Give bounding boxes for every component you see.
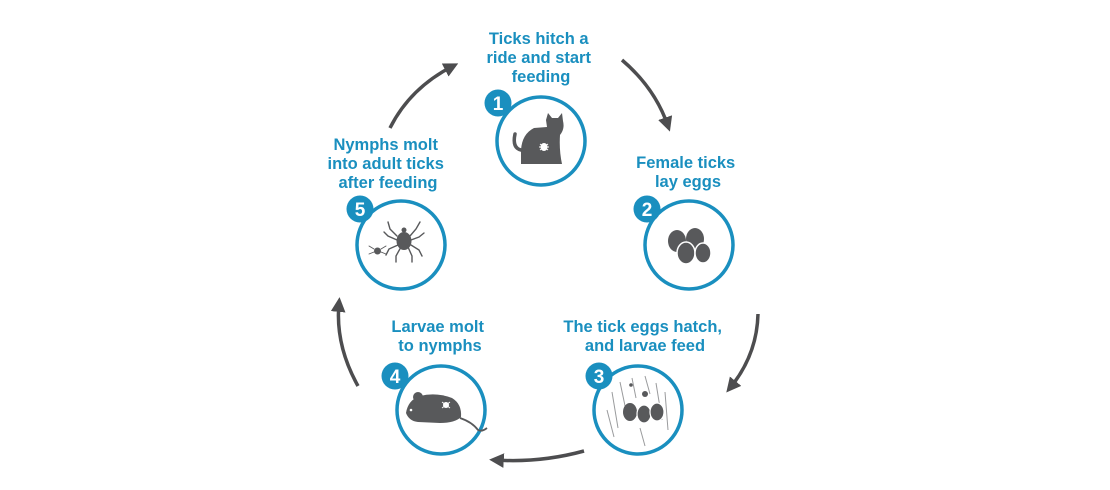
stage-5: Nymphs molt into adult ticks after feedi… (327, 136, 448, 291)
stage-1-label-line-3: feeding (512, 68, 571, 86)
cycle-arrow-3-to-4 (489, 449, 585, 468)
stage-5-number: 5 (355, 200, 366, 221)
stage-2-number-badge (633, 195, 661, 223)
cycle-arrow-1-to-2 (620, 58, 673, 132)
ticks-icon (368, 221, 425, 263)
stage-4: Larvae molt to nymphs 4 (381, 318, 488, 456)
stage-3-label: The tick eggs hatch, and larvae feed (563, 318, 726, 355)
stage-2-label: Female ticks lay eggs (636, 154, 740, 191)
stage-3-number: 3 (594, 367, 605, 388)
stage-3: The tick eggs hatch, and larvae feed (563, 318, 726, 456)
stage-1-label-line-1: Ticks hitch a (489, 30, 589, 48)
stage-1-label-line-2: ride and start (486, 49, 591, 67)
stage-4-number: 4 (390, 367, 401, 388)
stage-5-label-line-2: into adult ticks (327, 155, 443, 173)
stage-5-label-line-1: Nymphs molt (333, 136, 438, 154)
stage-3-label-line-1: The tick eggs hatch, (563, 318, 722, 336)
stage-5-label-line-3: after feeding (338, 174, 437, 192)
mouse-with-tick-icon (406, 392, 488, 432)
hatching-eggs-in-grass-icon (606, 375, 669, 447)
stage-1-number: 1 (493, 94, 504, 115)
stage-3-label-line-2: and larvae feed (585, 337, 705, 355)
stage-5-number-badge (346, 195, 374, 223)
stage-4-label: Larvae molt to nymphs (391, 318, 488, 355)
stage-1: Ticks hitch a ride and start feeding 1 (484, 30, 595, 187)
cycle-arrow-2-to-3 (726, 313, 760, 393)
stage-4-label-line-1: Larvae molt (391, 318, 484, 336)
cat-with-tick-icon (512, 113, 564, 164)
cycle-arrow-5-to-1 (388, 63, 459, 129)
stage-1-number-badge (484, 89, 512, 117)
stage-4-label-line-2: to nymphs (398, 337, 481, 355)
cycle-arrow-4-to-5 (330, 297, 360, 387)
stage-2-label-line-2: lay eggs (655, 173, 721, 191)
eggs-icon (668, 228, 712, 265)
stage-1-label: Ticks hitch a ride and start feeding (486, 30, 595, 86)
stage-5-label: Nymphs molt into adult ticks after feedi… (327, 136, 448, 192)
stage-4-number-badge (381, 362, 409, 390)
stage-3-number-badge (585, 362, 613, 390)
stage-2-label-line-1: Female ticks (636, 154, 735, 172)
stage-2-number: 2 (642, 200, 653, 221)
stage-2: Female ticks lay eggs 2 (633, 154, 740, 291)
